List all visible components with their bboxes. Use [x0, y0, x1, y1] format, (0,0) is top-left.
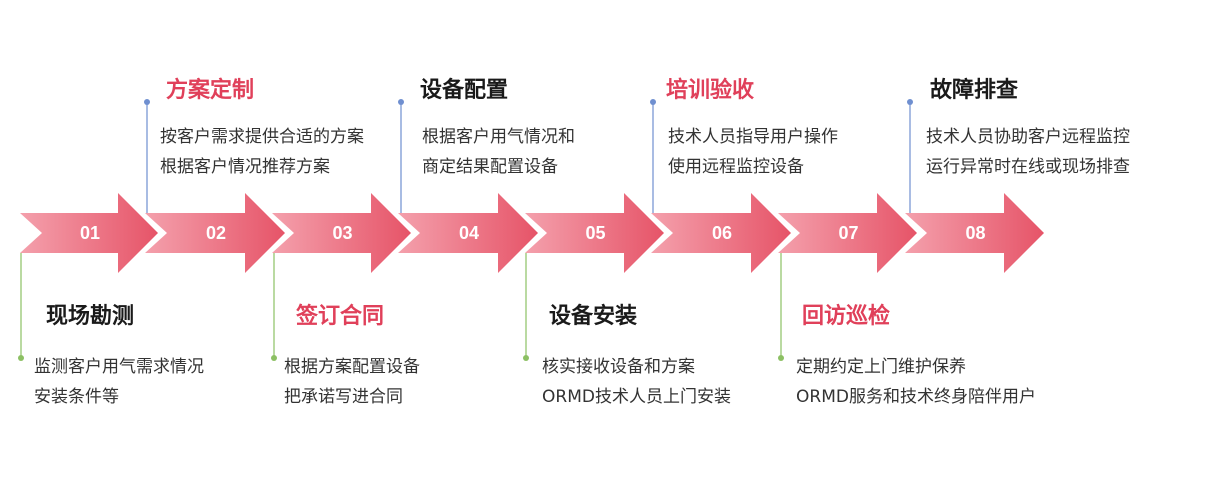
step-arrow-03: [272, 193, 411, 273]
step-desc-05-line-1: 核实接收设备和方案: [542, 357, 695, 377]
step-desc-06-line-1: 技术人员指导用户操作: [668, 127, 838, 147]
step-title-05: 设备安装: [549, 304, 638, 329]
step-desc-04-line-1: 根据客户用气情况和: [422, 127, 575, 147]
connector-dot-02: [144, 99, 150, 105]
step-arrow-07: [778, 193, 917, 273]
connector-dot-06: [650, 99, 656, 105]
step-desc-06-line-2: 使用远程监控设备: [668, 157, 804, 177]
step-title-06: 培训验收: [666, 78, 755, 103]
step-desc-05-line-2: ORMD技术人员上门安装: [542, 387, 731, 407]
connector-dot-04: [398, 99, 404, 105]
step-desc-01-line-2: 安装条件等: [34, 387, 119, 407]
step-desc-02-line-2: 根据客户情况推荐方案: [160, 157, 330, 177]
step-title-08: 故障排查: [930, 78, 1019, 103]
step-title-03: 签订合同: [296, 304, 385, 329]
step-arrow-01: [20, 193, 158, 273]
step-arrow-08: [905, 193, 1044, 273]
step-desc-04-line-2: 商定结果配置设备: [422, 157, 558, 177]
step-arrow-02: [145, 193, 285, 273]
step-desc-01-line-1: 监测客户用气需求情况: [34, 357, 204, 377]
step-title-04: 设备配置: [420, 78, 509, 103]
step-title-01: 现场勘测: [46, 304, 135, 329]
connector-dot-05: [523, 355, 529, 361]
step-desc-07-line-1: 定期约定上门维护保养: [796, 357, 966, 377]
step-desc-07-line-2: ORMD服务和技术终身陪伴用户: [796, 387, 1036, 407]
step-number-04: 04: [458, 223, 480, 243]
step-number-06: 06: [711, 223, 733, 243]
connector-dot-03: [271, 355, 277, 361]
step-number-07: 07: [838, 223, 859, 243]
step-arrow-06: [651, 193, 791, 273]
connector-dot-07: [778, 355, 784, 361]
step-desc-03-line-2: 把承诺写进合同: [284, 387, 403, 407]
step-desc-08-line-2: 运行异常时在线或现场排查: [926, 157, 1130, 177]
connector-dot-01: [18, 355, 24, 361]
step-number-05: 05: [585, 223, 606, 243]
step-number-08: 08: [965, 223, 986, 243]
step-desc-02-line-1: 按客户需求提供合适的方案: [160, 127, 364, 147]
connector-dot-08: [907, 99, 913, 105]
step-arrow-05: [525, 193, 664, 273]
step-number-01: 01: [79, 223, 101, 243]
step-title-02: 方案定制: [166, 78, 255, 103]
step-number-03: 03: [332, 223, 353, 243]
step-title-07: 回访巡检: [802, 304, 891, 329]
step-arrow-04: [398, 193, 538, 273]
step-desc-03-line-1: 根据方案配置设备: [284, 357, 420, 377]
step-number-02: 02: [205, 223, 227, 243]
step-desc-08-line-1: 技术人员协助客户远程监控: [926, 127, 1130, 147]
